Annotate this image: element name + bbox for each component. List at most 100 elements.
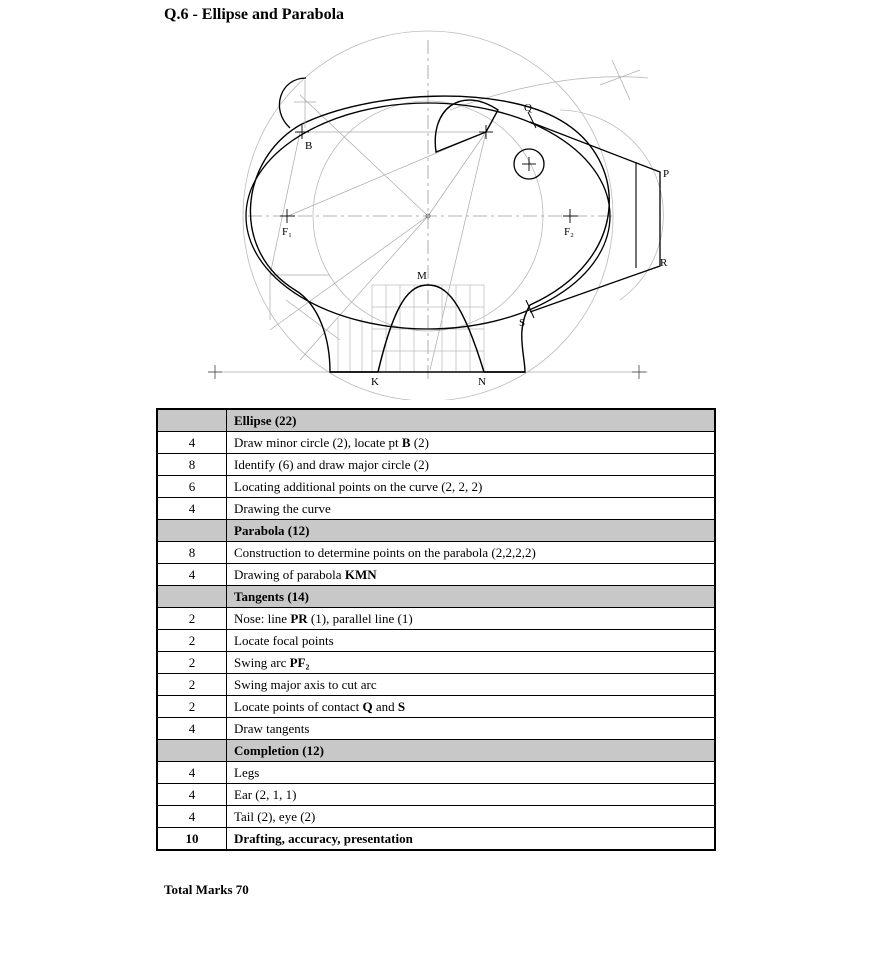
marks-cell: 2 xyxy=(156,607,227,630)
description-text: Locate focal points xyxy=(234,632,334,648)
construction-ray xyxy=(427,131,487,217)
label-f1: F₁ xyxy=(282,226,292,238)
label-b: B xyxy=(305,140,312,152)
description-cell: Locate points of contact Q and S xyxy=(226,695,716,718)
marks-cell: 4 xyxy=(156,431,227,454)
construction-ray xyxy=(599,69,641,86)
marks-cell xyxy=(156,585,227,608)
section-header-row: Completion (12) xyxy=(156,739,716,762)
marks-cell: 4 xyxy=(156,783,227,806)
section-header-row: Tangents (14) xyxy=(156,585,716,608)
description-bold-text: S xyxy=(397,698,406,714)
description-text: Parabola (12) xyxy=(234,522,310,538)
description-text: Identify (6) and draw major circle (2) xyxy=(234,456,429,472)
construction-ray xyxy=(269,215,429,331)
marking-row: 6 Locating additional points on the curve… xyxy=(156,475,716,498)
tail-outline xyxy=(278,77,307,129)
cross-mark xyxy=(208,365,222,379)
description-cell: Drawing the curve xyxy=(226,497,716,520)
description-bold-text: KMN xyxy=(344,566,377,582)
construction-ray xyxy=(299,215,429,361)
label-p: P xyxy=(663,168,669,180)
description-text: Draw minor circle (2), locate pt xyxy=(234,434,402,450)
marks-cell: 4 xyxy=(156,717,227,740)
description-bold-text: B xyxy=(401,434,411,450)
description-cell: Draw tangents xyxy=(226,717,716,740)
section-header-row: Ellipse (22) xyxy=(156,408,716,432)
label-s: S xyxy=(519,317,525,329)
description-text: Ear (2, 1, 1) xyxy=(234,786,297,802)
description-cell: Completion (12) xyxy=(226,739,716,762)
marks-cell: 4 xyxy=(156,563,227,586)
marks-cell xyxy=(156,408,227,432)
marking-row: 4 Ear (2, 1, 1) xyxy=(156,783,716,806)
ellipse-outline xyxy=(245,102,611,330)
construction-ray xyxy=(287,131,487,217)
construction-ray xyxy=(299,94,429,217)
description-text: Ellipse (22) xyxy=(234,412,297,428)
description-cell: Swing arc PF₂ xyxy=(226,651,716,674)
label-f2: F₂ xyxy=(564,226,574,238)
marks-cell xyxy=(156,739,227,762)
construction-ray xyxy=(611,59,631,101)
description-text: Locate points of contact xyxy=(234,698,363,714)
marks-cell: 2 xyxy=(156,695,227,718)
section-header-row: Parabola (12) xyxy=(156,519,716,542)
description-text: Legs xyxy=(234,764,260,780)
ellipse-parabola-drawing: B F₁ F₂ Q P R M S K N xyxy=(208,30,669,400)
construction-arc-right xyxy=(559,109,664,301)
ear-outline xyxy=(434,99,499,153)
label-q: Q xyxy=(524,102,532,114)
cross-mark-b xyxy=(295,125,309,139)
marking-row: 10 Drafting, accuracy, presentation xyxy=(156,827,716,851)
description-cell: Ear (2, 1, 1) xyxy=(226,783,716,806)
construction-circle-large xyxy=(242,30,614,400)
marking-row: 4 Drawing the curve xyxy=(156,497,716,520)
description-cell: Drawing of parabola KMN xyxy=(226,563,716,586)
description-text: Draw tangents xyxy=(234,720,310,736)
marks-cell xyxy=(156,519,227,542)
description-cell: Draw minor circle (2), locate pt B (2) xyxy=(226,431,716,454)
description-cell: Tail (2), eye (2) xyxy=(226,805,716,828)
label-n: N xyxy=(478,376,486,388)
description-cell: Tangents (14) xyxy=(226,585,716,608)
tangent-q xyxy=(527,111,537,129)
marks-cell: 2 xyxy=(156,673,227,696)
nose-outline xyxy=(529,121,661,313)
description-text: (2) xyxy=(410,434,429,450)
description-text: Drawing the curve xyxy=(234,500,331,516)
description-cell: Swing major axis to cut arc xyxy=(226,673,716,696)
cross-mark-f1 xyxy=(280,209,295,223)
ellipse-body xyxy=(249,95,610,373)
description-bold-text: Q xyxy=(362,698,373,714)
marks-cell: 8 xyxy=(156,453,227,476)
description-text: Drafting, accuracy, presentation xyxy=(234,830,413,846)
marks-cell: 6 xyxy=(156,475,227,498)
cross-mark xyxy=(632,365,646,379)
label-r: R xyxy=(660,257,668,269)
description-cell: Parabola (12) xyxy=(226,519,716,542)
description-text: Tangents (14) xyxy=(234,588,310,604)
marks-cell: 2 xyxy=(156,629,227,652)
description-text: (1), parallel line (1) xyxy=(307,610,413,626)
marks-cell: 2 xyxy=(156,651,227,674)
description-cell: Identify (6) and draw major circle (2) xyxy=(226,453,716,476)
marks-cell: 4 xyxy=(156,497,227,520)
cross-mark-f2 xyxy=(563,209,578,223)
description-bold-text: PR xyxy=(290,610,308,626)
total-marks: Total Marks 70 xyxy=(164,882,249,897)
description-text: Locating additional points on the curve … xyxy=(234,478,483,494)
tangent-s xyxy=(525,299,535,319)
page-title: Q.6 - Ellipse and Parabola xyxy=(164,6,345,23)
marking-row: 8 Identify (6) and draw major circle (2) xyxy=(156,453,716,476)
description-cell: Locating additional points on the curve … xyxy=(226,475,716,498)
marks-cell: 10 xyxy=(156,827,227,851)
description-cell: Construction to determine points on the … xyxy=(226,541,716,564)
description-text: Tail (2), eye (2) xyxy=(234,808,316,824)
